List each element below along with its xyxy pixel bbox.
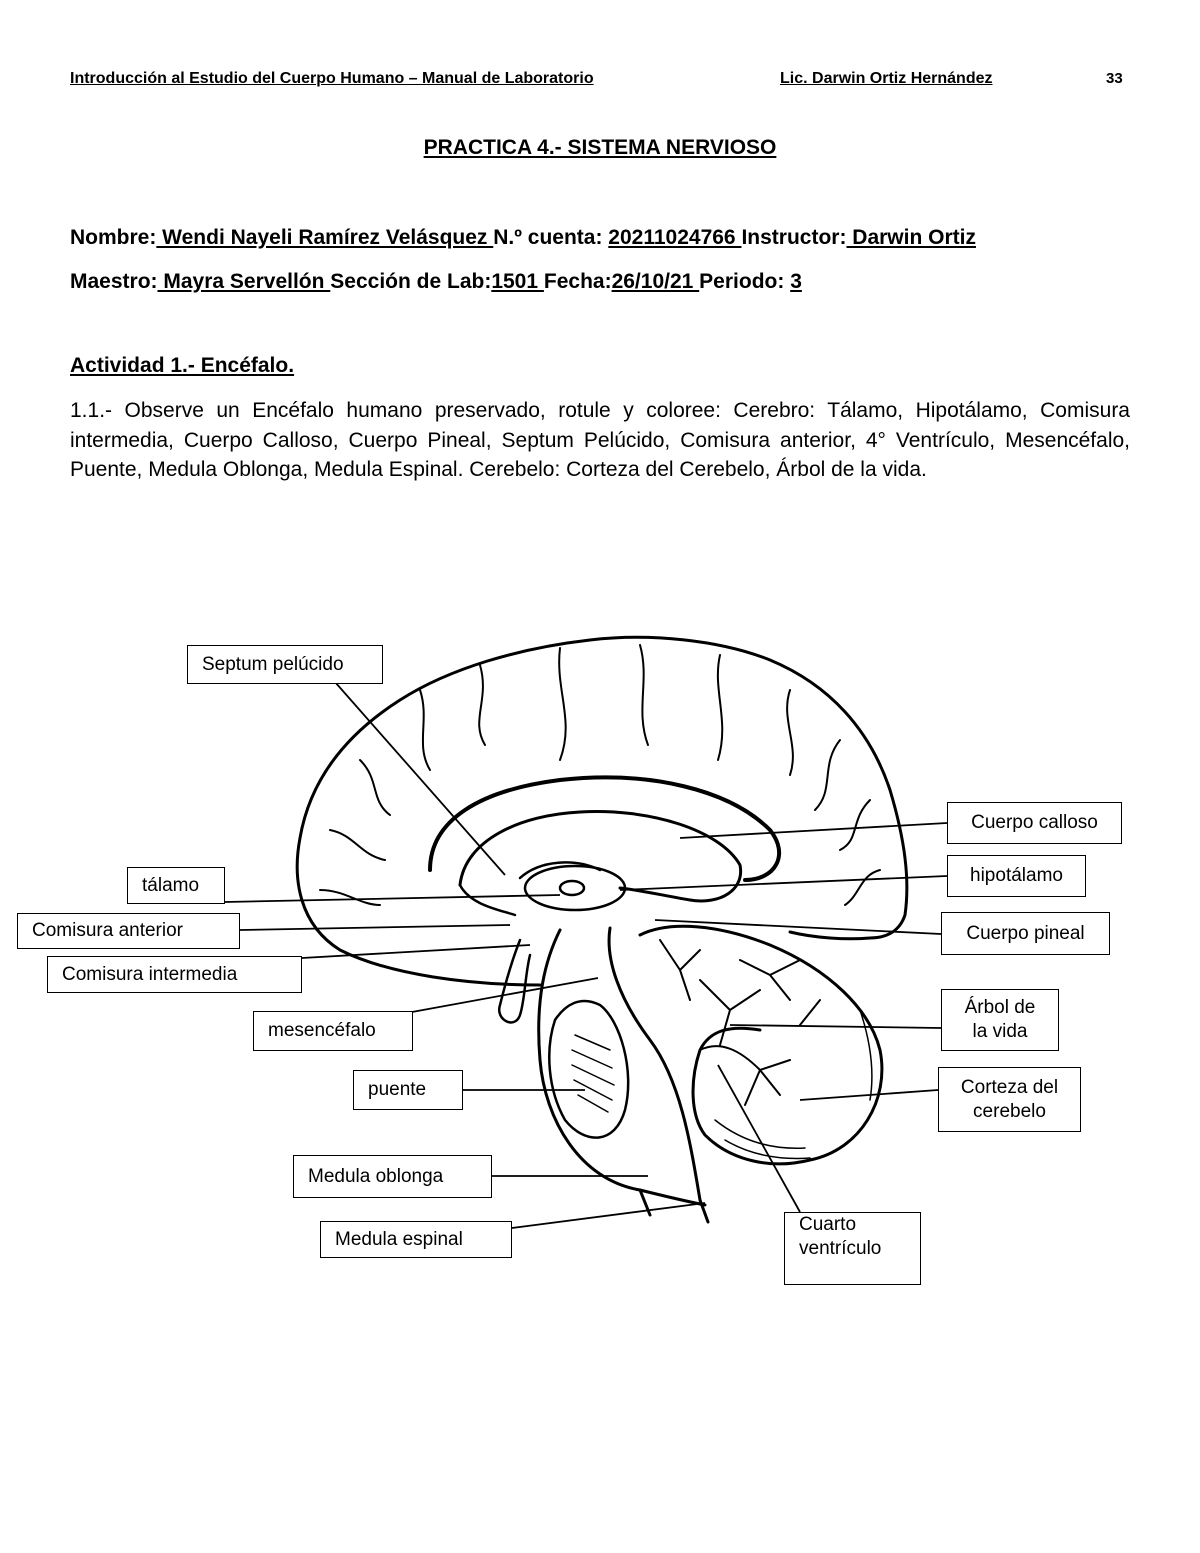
label-comisura-intermedia: Comisura intermedia [47,956,302,993]
header-manual-title: Introducción al Estudio del Cuerpo Human… [70,70,594,87]
periodo-label: Periodo: [699,270,785,293]
leader-medula-espinal [511,1202,706,1229]
activity-instructions: 1.1.- Observe un Encéfalo humano preserv… [70,399,1130,481]
arbor-vitae [659,939,821,1106]
label-cuarto-ventriculo: Cuarto ventrículo [784,1212,921,1285]
leader-cuarto [717,1064,801,1213]
cuenta-label: N.º cuenta: [493,226,603,249]
label-arbol-de-la-vida: Árbol de la vida [941,989,1059,1051]
leader-mesencefalo [411,977,599,1013]
corpus-callosum-inner [458,810,743,903]
student-info-line: Nombre: Wendi Nayeli Ramírez Velásquez N… [70,226,976,250]
label-puente: puente [353,1070,463,1110]
corteza-line-1: Corteza del [960,1076,1059,1098]
label-septum-pelucido: Septum pelúcido [187,645,383,684]
activity-title: Actividad 1.- Encéfalo. [70,354,295,377]
pons-stripes [571,1034,615,1113]
interthalamic-adhesion [558,879,586,897]
leader-talamo [224,894,561,903]
arbol-line-1: Árbol de [964,997,1036,1018]
leader-comisura-anterior [239,924,511,931]
brainstem-back [607,926,702,1202]
instructor-value: Darwin Ortiz [846,226,976,249]
label-medula-oblonga: Medula oblonga [293,1155,492,1198]
header-author: Lic. Darwin Ortiz Hernández [780,70,993,87]
practice-title: PRACTICA 4.- SISTEMA NERVIOSO [423,136,777,159]
leader-septum [334,681,506,876]
cuarto-line-2: ventrículo [799,1238,882,1259]
course-info-line: Maestro: Mayra Servellón Sección de Lab:… [70,270,802,294]
cerebrum-outline [295,635,909,987]
label-hipotalamo: hipotálamo [947,855,1086,897]
seccion-value: 1501 [491,270,544,293]
nombre-label: Nombre: [70,226,157,249]
nombre-value: Wendi Nayeli Ramírez Velásquez [156,226,494,249]
brain-diagram: Septum pelúcido tálamo Comisura anterior… [0,560,1200,1320]
leader-comisura-intermedia [301,944,531,959]
sulcus-1 [319,644,881,906]
fornix [458,861,602,917]
label-mesencefalo: mesencéfalo [253,1011,413,1051]
leader-cuerpo-calloso [679,822,948,839]
leader-corteza [799,1089,939,1101]
thalamus [523,864,627,912]
leader-arbol [729,1024,942,1029]
page-number: 33 [1106,70,1123,87]
label-cuerpo-calloso: Cuerpo calloso [947,802,1122,844]
label-talamo: tálamo [127,867,225,904]
pons [548,999,630,1139]
label-corteza-del-cerebelo: Corteza del cerebelo [938,1067,1081,1132]
leader-hipotalamo [619,875,948,891]
label-cuerpo-pineal: Cuerpo pineal [941,912,1110,955]
cerebellum-outline [638,924,884,1166]
corpus-callosum [428,775,782,882]
leader-cuerpo-pineal [654,919,942,935]
cuenta-value: 20211024766 [608,226,742,249]
maestro-label: Maestro: [70,270,158,293]
fecha-value: 26/10/21 [611,270,700,293]
label-medula-espinal: Medula espinal [320,1221,512,1258]
label-comisura-anterior: Comisura anterior [17,913,240,949]
brain-drawing [224,635,948,1229]
instructor-label: Instructor: [741,226,847,249]
fecha-label: Fecha: [543,270,612,293]
cerebellum-folia [714,1009,873,1160]
brainstem [537,928,707,1207]
seccion-label: Sección de Lab: [330,270,492,293]
maestro-value: Mayra Servellón [157,270,331,293]
arbol-line-2: la vida [972,1021,1028,1042]
corteza-line-2: cerebelo [973,1100,1046,1122]
periodo-value: 3 [790,270,802,293]
cuarto-line-1: Cuarto [799,1214,857,1235]
pituitary [497,938,532,1024]
